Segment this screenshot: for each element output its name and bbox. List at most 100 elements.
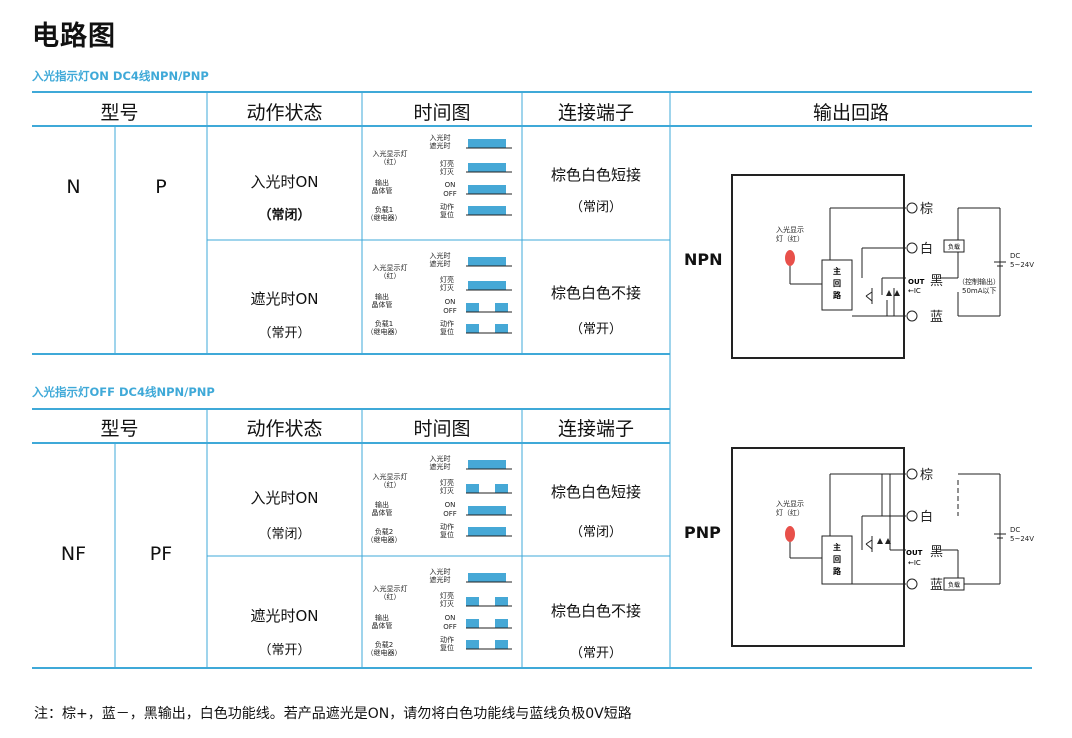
td3-act: 动作 (440, 522, 454, 531)
td3-transistor: 输出 (375, 500, 389, 509)
pnp-out: OUT (906, 549, 923, 557)
td1-pulse-1 (468, 139, 506, 148)
td1-pulse-3 (468, 185, 506, 194)
td2-on: ON (445, 298, 456, 306)
pnp-voltage: 5~24V (1010, 535, 1034, 543)
td3-off: OFF (443, 510, 457, 518)
connect-short-sub-2: （常闭） (569, 525, 622, 540)
td3-transistor-sub: 晶体管 (372, 508, 393, 517)
pnp-ic: ←IC (908, 559, 921, 567)
header-model: 型号 (100, 102, 139, 124)
state-light-on-2: 入光时ON (250, 489, 319, 507)
connect-open-2: 棕色白色不接 (550, 602, 641, 620)
td1-reset: 复位 (440, 210, 454, 219)
td1-pulse-4 (468, 206, 506, 215)
header-state-2: 动作状态 (246, 418, 323, 440)
td2-transistor: 输出 (375, 292, 389, 301)
td1-lamp-off: 灯灭 (440, 167, 454, 176)
pnp-white: 白 (920, 509, 933, 525)
td1-indicator: 入光显示灯 (373, 149, 408, 158)
footnote: 注：棕+，蓝－，黑输出，白色功能线。若产品遮光是ON，请勿将白色功能线与蓝线负极… (34, 706, 632, 722)
npn-main-2: 回 (833, 279, 841, 288)
header-model-2: 型号 (100, 418, 139, 440)
npn-label: NPN (684, 250, 723, 269)
timing-diagram-2: 入光显示灯 （红） 输出 晶体管 负载1 （继电器） 入光时 遮光时 灯亮 灯灭… (367, 251, 512, 336)
header-timing-2: 时间图 (413, 418, 471, 440)
td3-indicator: 入光显示灯 (373, 472, 408, 481)
td1-indicator-sub: （红） (380, 157, 401, 166)
timing-diagram-1: 入光显示灯 （红） 输出 晶体管 负载1 （继电器） 入光时 遮光时 灯亮 灯灭… (367, 133, 512, 222)
td4-pulse-1 (468, 573, 506, 582)
td2-lamp-off: 灯灭 (440, 283, 454, 292)
td2-pulse-3a (466, 303, 479, 312)
td1-transistor: 输出 (375, 178, 389, 187)
section2-label: 入光指示灯OFF DC4线NPN/PNP (32, 385, 215, 399)
td2-off: OFF (443, 307, 457, 315)
model-pf: PF (149, 543, 173, 565)
model-p: P (155, 176, 167, 198)
td4-indicator: 入光显示灯 (373, 584, 408, 593)
npn-white: 白 (920, 241, 933, 257)
td4-on: ON (445, 614, 456, 622)
td2-load: 负载1 (375, 319, 393, 328)
td2-act: 动作 (440, 319, 454, 328)
td2-light-off: 遮光时 (430, 259, 451, 268)
td3-pulse-4 (468, 527, 506, 536)
td3-pulse-1 (468, 460, 506, 469)
td3-reset: 复位 (440, 530, 454, 539)
td4-off: OFF (443, 623, 457, 631)
td2-indicator-sub: （红） (380, 271, 401, 280)
td2-lamp-on: 灯亮 (440, 275, 454, 284)
td1-act: 动作 (440, 202, 454, 211)
td3-pulse-3 (468, 506, 506, 515)
npn-lamp-sub: 灯（红） (776, 234, 804, 243)
td3-load: 负载2 (375, 527, 393, 536)
td2-pulse-3b (495, 303, 508, 312)
td2-pulse-4b (495, 324, 508, 333)
npn-ctrl-sub: 50mA以下 (962, 287, 997, 295)
npn-ic: ←IC (908, 287, 921, 295)
td3-light-off: 遮光时 (430, 462, 451, 471)
pnp-lamp-sub: 灯（红） (776, 508, 804, 517)
state-dark-on-sub: （常开） (258, 326, 311, 341)
connect-short: 棕色白色短接 (550, 166, 641, 184)
pnp-main-2: 回 (833, 555, 841, 564)
state-dark-on: 遮光时ON (250, 290, 319, 308)
pnp-label: PNP (684, 523, 721, 542)
npn-black: 黑 (930, 274, 943, 289)
td4-pulse-3a (466, 619, 479, 628)
td4-light-on: 入光时 (430, 567, 451, 576)
npn-sensor-box (731, 174, 905, 359)
td2-pulse-1 (468, 257, 506, 266)
connect-short-sub: （常闭） (569, 200, 622, 215)
state-dark-on-sub-2: （常开） (258, 643, 311, 658)
header-output: 输出回路 (812, 102, 889, 124)
npn-lamp-icon (785, 250, 795, 266)
td1-pulse-2 (468, 163, 506, 172)
npn-out: OUT (908, 278, 925, 286)
pnp-load-text: 负载 (948, 581, 960, 589)
td3-indicator-sub: （红） (380, 480, 401, 489)
td2-pulse-4a (466, 324, 479, 333)
npn-voltage: 5~24V (1010, 261, 1034, 269)
npn-brown: 棕 (920, 202, 933, 217)
pnp-main-1: 主 (833, 542, 841, 552)
td2-light-on: 入光时 (430, 251, 451, 260)
td1-off: OFF (443, 190, 457, 198)
pnp-lamp-icon (785, 526, 795, 542)
pnp-dc: DC (1010, 526, 1020, 534)
td1-transistor-sub: 晶体管 (372, 186, 393, 195)
pnp-main-3: 路 (833, 566, 842, 576)
td1-lamp-on: 灯亮 (440, 159, 454, 168)
pnp-main-block (821, 535, 853, 585)
td4-act: 动作 (440, 635, 454, 644)
header-connect: 连接端子 (557, 102, 634, 124)
pnp-circuit: 负载 入光显示 灯（红） 主 回 路 棕 白 黑 蓝 OUT ←IC DC 5~… (731, 447, 1034, 647)
state-light-on: 入光时ON (250, 173, 319, 191)
td3-pulse-2a (466, 484, 479, 493)
td4-pulse-2b (495, 597, 508, 606)
td3-light-on: 入光时 (430, 454, 451, 463)
td3-lamp-on: 灯亮 (440, 478, 454, 487)
td3-lamp-off: 灯灭 (440, 486, 454, 495)
